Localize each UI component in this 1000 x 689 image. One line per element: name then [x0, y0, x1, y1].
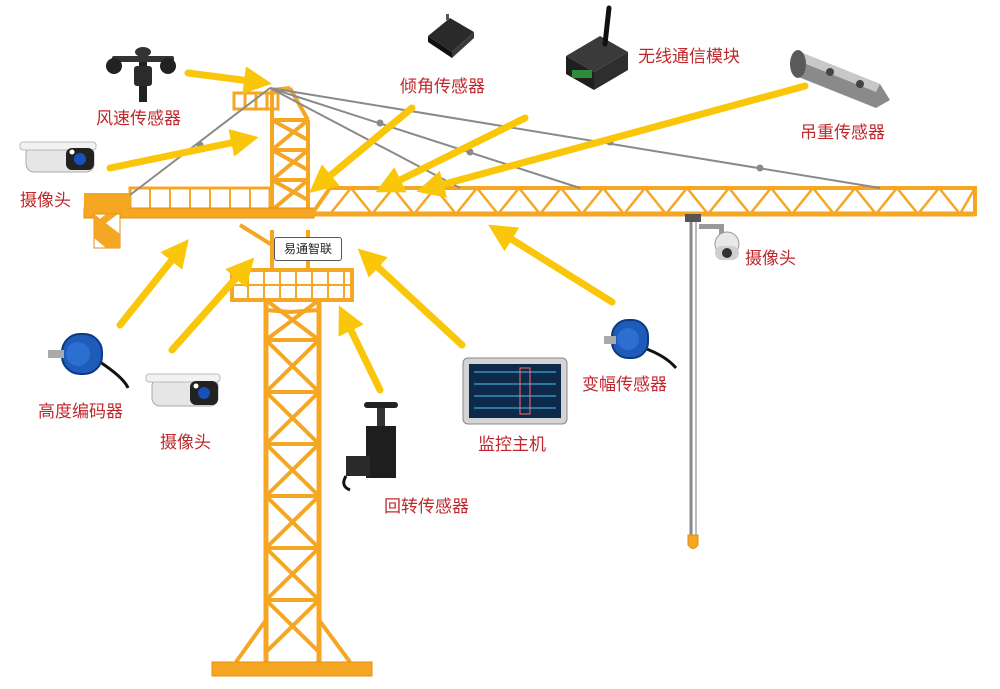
jib-truss-member	[644, 187, 667, 215]
jib-truss-member	[958, 187, 977, 215]
jib-truss-member	[707, 187, 730, 215]
jib-truss-member	[371, 187, 394, 215]
arrow-tilt	[309, 104, 416, 193]
sensor-arrows	[106, 66, 809, 394]
jib-truss-member	[560, 187, 583, 215]
slewing-platform	[230, 268, 354, 315]
jib-truss-member	[392, 187, 415, 215]
jib-truss-member	[728, 187, 751, 215]
bullet-camera-icon	[19, 141, 97, 173]
load-pin-icon	[790, 50, 890, 108]
anemometer-icon	[106, 47, 176, 102]
counter-jib	[83, 186, 315, 249]
operator-cab-label: 易通智联	[274, 237, 342, 261]
jib-truss-member	[602, 187, 625, 215]
hook-line	[685, 214, 701, 549]
label-wireless-module: 无线通信模块	[638, 47, 740, 67]
jib-truss-member	[875, 187, 898, 215]
jib-truss-member	[833, 187, 856, 215]
jib-truss-member	[791, 187, 814, 215]
label-camera-bottom: 摄像头	[160, 433, 211, 453]
height-encoder-icon	[48, 333, 130, 389]
jib-truss-member	[686, 187, 709, 215]
dome-camera-icon	[699, 224, 740, 260]
arrow-hoist-weight	[416, 82, 809, 198]
label-wind-sensor: 风速传感器	[96, 109, 181, 129]
slewing-sensor-icon	[342, 402, 398, 492]
jib-truss-member	[476, 187, 499, 215]
jib-truss-member	[350, 187, 373, 215]
jib-truss-member	[896, 187, 919, 215]
jib-truss-member	[518, 187, 541, 215]
jib-truss-member	[812, 187, 835, 215]
jib-truss-member	[623, 187, 646, 215]
arrow-monitor	[357, 248, 466, 349]
label-hoist-weight-sensor: 吊重传感器	[800, 123, 885, 143]
arrow-camera-left	[106, 129, 259, 172]
jib-truss-member	[917, 187, 940, 215]
luffing-sensor-icon	[604, 319, 678, 369]
jib-truss-member	[497, 187, 520, 215]
label-luffing-sensor: 变幅传感器	[582, 375, 667, 395]
label-camera-hook: 摄像头	[745, 249, 796, 269]
label-height-encoder: 高度编码器	[38, 402, 123, 422]
arrow-luffing	[488, 224, 616, 306]
arrow-slewing	[338, 305, 384, 394]
bullet-camera-icon-2	[145, 373, 221, 407]
jib-truss-member	[434, 187, 457, 215]
jib-truss-member	[938, 187, 961, 215]
jib-truss-member	[854, 187, 877, 215]
tilt-sensor-icon	[428, 14, 474, 58]
jib-truss-member	[665, 187, 688, 215]
monitor-host-icon	[462, 357, 568, 425]
jib-truss-member	[413, 187, 436, 215]
label-monitor-host: 监控主机	[478, 435, 546, 455]
counterweight	[93, 213, 121, 249]
label-camera-left: 摄像头	[20, 191, 71, 211]
arrow-wind	[184, 66, 272, 95]
jib-truss-member	[455, 187, 478, 215]
arrow-wireless	[375, 114, 529, 193]
arrow-height-encoder	[116, 239, 189, 329]
hook-icon	[687, 534, 699, 549]
tower-mast	[234, 298, 352, 664]
jib-truss-member	[581, 187, 604, 215]
tower-base	[211, 661, 373, 677]
main-jib	[308, 186, 977, 217]
jib-truss-member	[749, 187, 772, 215]
jib-truss-member	[539, 187, 562, 215]
label-tilt-sensor: 倾角传感器	[400, 77, 485, 97]
label-slewing-sensor: 回转传感器	[384, 497, 469, 517]
jib-truss-member	[770, 187, 793, 215]
wireless-module-icon	[566, 5, 628, 90]
arrow-camera-bottom	[168, 257, 255, 354]
jib-truss-member	[329, 187, 352, 215]
